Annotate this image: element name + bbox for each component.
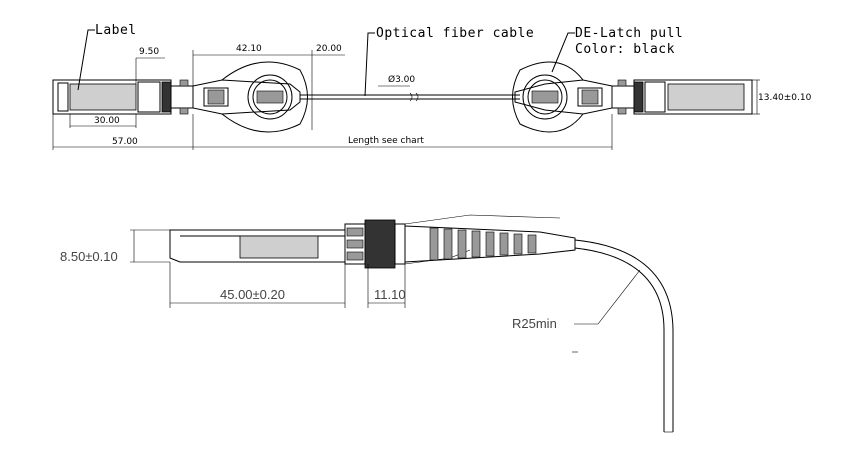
- left-transceiver: [52, 79, 194, 115]
- left-label-area: [69, 83, 137, 111]
- left-pull-tab: [192, 61, 308, 133]
- dim-11-10: 11.10: [374, 287, 406, 302]
- dim-13-40: 13.40±0.10: [758, 93, 812, 103]
- right-pull-tab: [512, 61, 613, 133]
- dim-30-00: 30.00: [94, 116, 120, 126]
- bent-cable: [574, 239, 674, 432]
- right-transceiver: [611, 79, 753, 115]
- fiber-callout: Optical fiber cable: [376, 26, 534, 41]
- dim-radius: R25min: [512, 316, 557, 331]
- right-label-area: [667, 83, 745, 111]
- dim-9-50: 9.50: [139, 47, 159, 57]
- dim-length: Length see chart: [348, 136, 424, 146]
- side-label-area: [239, 235, 319, 259]
- latch-callout: DE-Latch pull: [575, 26, 683, 41]
- dim-3-00: Ø3.00: [388, 74, 415, 85]
- dim-20-00: 20.00: [316, 44, 342, 54]
- top-view: Label Optical fiber cable DE-Latch pull …: [52, 23, 812, 150]
- dim-42-10: 42.10: [236, 44, 262, 54]
- dim-8-50: 8.50±0.10: [60, 249, 118, 264]
- color-callout: Color: black: [575, 42, 675, 57]
- boot-ribs: [429, 227, 537, 261]
- label-callout: Label: [95, 23, 137, 38]
- dim-45-00: 45.00±0.20: [220, 287, 285, 302]
- dim-57-00: 57.00: [112, 137, 138, 147]
- side-view: 8.50±0.10 45.00±0.20 11.10 R25min: [60, 214, 674, 433]
